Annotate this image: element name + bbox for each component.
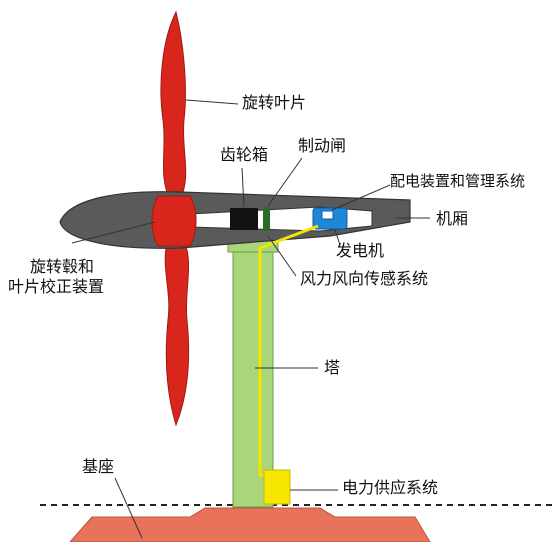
- base-foundation: [69, 507, 431, 542]
- label-gearbox: 齿轮箱: [220, 145, 269, 164]
- label-blade: 旋转叶片: [242, 93, 307, 112]
- leader-brake: [267, 157, 303, 207]
- brake: [263, 207, 270, 231]
- label-generator: 发电机: [336, 241, 385, 260]
- label-hub-line2: 叶片校正装置: [8, 277, 105, 296]
- leader-base: [114, 477, 143, 539]
- blade-upper: [160, 10, 187, 201]
- blade-lower: [164, 239, 190, 427]
- tower: [232, 231, 274, 508]
- leader-lines: [71, 99, 430, 539]
- label-power-supply: 电力供应系统: [342, 478, 439, 497]
- leader-hub: [71, 221, 156, 244]
- power-supply-box: [263, 469, 291, 505]
- label-hub-line1: 旋转毂和: [30, 257, 95, 276]
- label-tower: 塔: [324, 358, 341, 377]
- controller-box: [321, 210, 334, 220]
- label-nacelle: 机厢: [436, 209, 469, 228]
- leader-gearbox: [241, 167, 245, 208]
- label-wind-sensor: 风力风向传感系统: [300, 269, 429, 288]
- leader-controller: [331, 184, 391, 211]
- leader-wind-sensor: [267, 235, 297, 277]
- leader-blade: [185, 99, 239, 105]
- rotor-hub: [151, 195, 197, 247]
- gearbox: [230, 208, 258, 230]
- label-base: 基座: [82, 457, 115, 476]
- leader-generator: [334, 229, 341, 246]
- label-brake: 制动闸: [298, 136, 347, 155]
- label-controller: 配电装置和管理系统: [390, 172, 526, 190]
